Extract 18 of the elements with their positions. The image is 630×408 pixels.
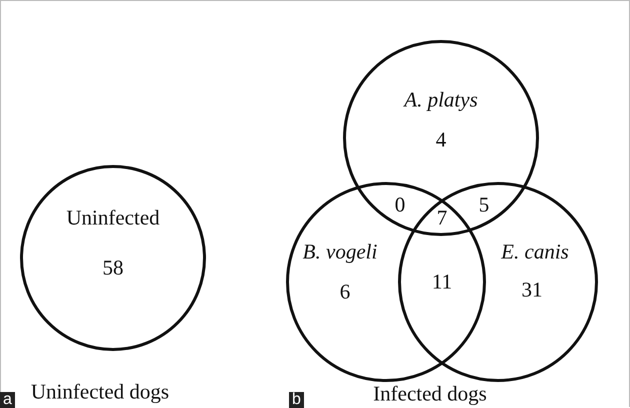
set-label: Uninfected — [66, 208, 160, 228]
count-label: 11 — [432, 272, 452, 292]
count-label: 0 — [394, 194, 406, 216]
set-label: A. platys — [404, 90, 478, 110]
panel-caption: Infected dogs — [373, 384, 487, 404]
count-label: 31 — [522, 280, 542, 300]
set-label: E. canis — [501, 242, 569, 262]
panel-caption: Uninfected dogs — [30, 382, 170, 402]
count-label: 4 — [436, 130, 446, 150]
set-circle — [343, 40, 539, 236]
count-label: 58 — [102, 258, 124, 278]
count-label: 6 — [340, 282, 350, 302]
set-circle — [20, 165, 206, 351]
count-label: 5 — [478, 194, 490, 216]
panel-letter: a — [0, 392, 15, 408]
count-label: 7 — [436, 208, 448, 228]
set-label: B. vogeli — [302, 242, 378, 262]
panel-letter: b — [289, 392, 304, 408]
